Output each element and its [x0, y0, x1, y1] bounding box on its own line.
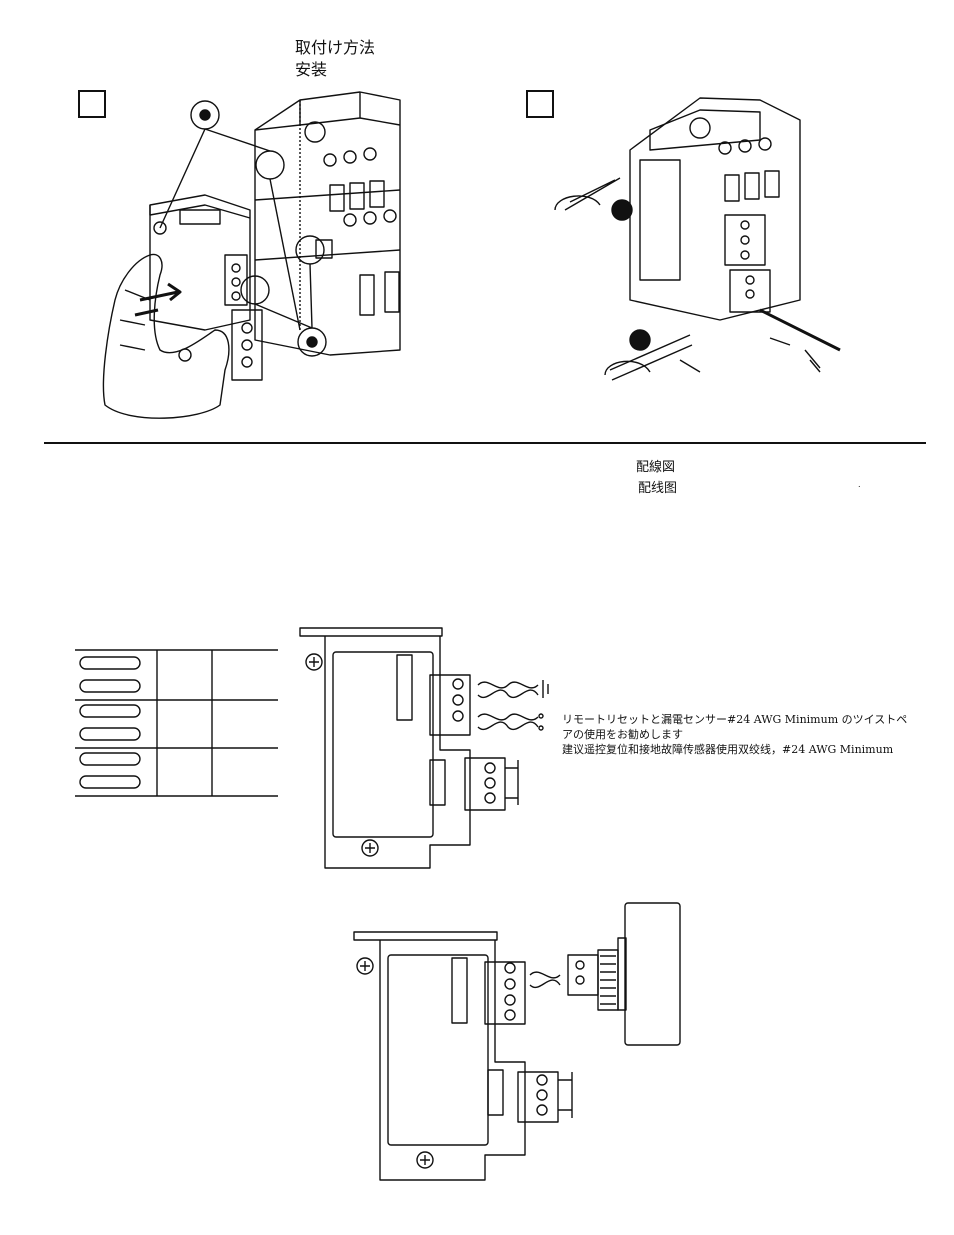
note-line-2: アの使用をお勧めします	[562, 727, 932, 742]
wiring-diagram-2	[354, 903, 680, 1180]
step2-wiring-illustration	[555, 98, 840, 380]
wire-type-table	[75, 650, 278, 796]
section-divider	[44, 442, 926, 444]
step1-contactor-illustration	[103, 92, 400, 418]
stray-mark: .	[858, 480, 861, 489]
wiring-diagram-1	[300, 628, 548, 868]
wiring-title-jp: 配線図	[636, 456, 675, 475]
note-line-1: リモートリセットと漏電センサー#24 AWG Minimum のツイストペ	[562, 712, 932, 727]
twisted-pair-note: リモートリセットと漏電センサー#24 AWG Minimum のツイストペ アの…	[562, 712, 932, 757]
note-line-3: 建议遥控复位和接地故障传感器使用双绞线，#24 AWG Minimum	[562, 742, 932, 757]
wiring-title-cn: 配线图	[638, 477, 677, 496]
